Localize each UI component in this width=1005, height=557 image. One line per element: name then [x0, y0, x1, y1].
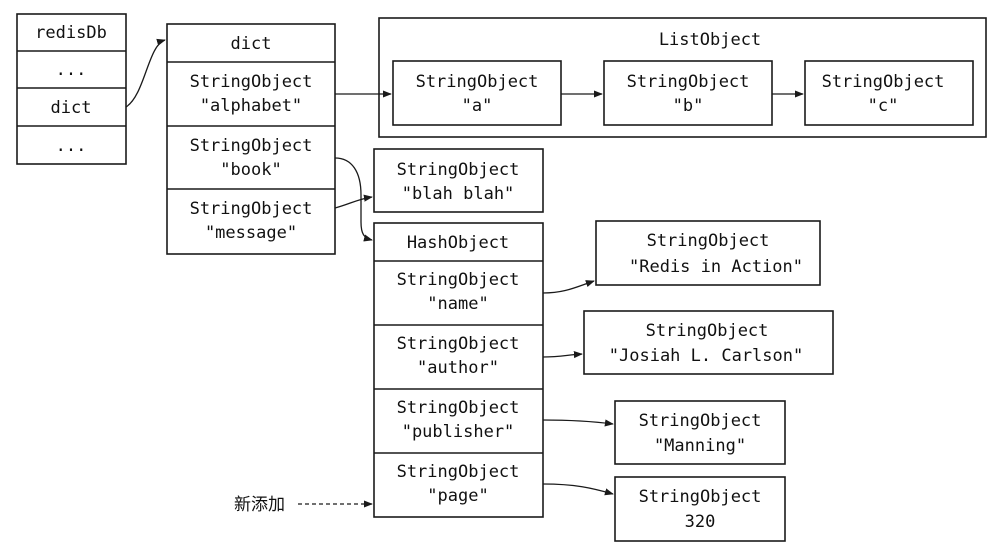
dict-table: dict StringObject "alphabet" StringObjec… [166, 23, 336, 255]
redisdb-outline [16, 13, 127, 165]
list-object-title: ListObject [659, 30, 761, 50]
arrow-author-to-value [542, 350, 583, 359]
list-item-c [804, 60, 974, 126]
hash-object-table: HashObject StringObject "name" StringObj… [373, 222, 544, 518]
hash-field-author-type: StringObject [397, 334, 520, 354]
message-value-type: StringObject [397, 160, 520, 180]
redisdb-cell-dict: dict [51, 98, 92, 118]
redisdb-cell-3: ... [56, 136, 87, 156]
list-item-b-type: StringObject [627, 72, 750, 92]
hash-value-name-type: StringObject [647, 231, 770, 251]
hash-field-page-key: "page" [427, 486, 488, 506]
hash-field-name-key: "name" [427, 294, 488, 314]
arrow-name-to-value [542, 280, 595, 294]
list-item-c-type: StringObject [822, 72, 945, 92]
list-item-b-value: "b" [673, 96, 704, 116]
list-item-b [603, 60, 773, 126]
newly-added-label: 新添加 [234, 495, 285, 515]
dict-entry-message-key: "message" [205, 223, 297, 243]
connectors [125, 38, 804, 508]
dict-entry-alphabet-key: "alphabet" [200, 96, 302, 116]
dict-title: dict [231, 34, 272, 54]
message-value-text: "blah blah" [402, 184, 515, 204]
hash-value-author-type: StringObject [646, 321, 769, 341]
hash-value-page-outline [614, 476, 786, 542]
list-item-c-value: "c" [868, 96, 899, 116]
hash-field-page-type: StringObject [397, 462, 520, 482]
dict-entry-book-type: StringObject [190, 136, 313, 156]
hash-value-page: StringObject 320 [614, 476, 786, 542]
hash-field-publisher-type: StringObject [397, 398, 520, 418]
hash-object-title: HashObject [407, 233, 509, 253]
hash-value-publisher: StringObject "Manning" [614, 400, 786, 465]
arrow-page-to-value [542, 483, 614, 496]
hash-value-author-outline [583, 310, 834, 375]
arrow-publisher-to-value [542, 419, 614, 427]
arrow-book-to-hash [334, 157, 373, 242]
message-value-outline [373, 148, 544, 213]
redisdb-table: redisDb ... dict ... [16, 13, 127, 165]
hash-value-page-type: StringObject [639, 487, 762, 507]
redisdb-title: redisDb [35, 23, 107, 43]
hash-value-publisher-outline [614, 400, 786, 465]
hash-object-outline [373, 222, 544, 518]
hash-value-publisher-text: "Manning" [654, 436, 746, 456]
hash-value-name-outline [595, 220, 821, 286]
list-item-a-type: StringObject [416, 72, 539, 92]
hash-field-name-type: StringObject [397, 270, 520, 290]
hash-value-author: StringObject "Josiah L. Carlson" [583, 310, 834, 375]
list-object-frame [378, 17, 987, 138]
hash-value-publisher-type: StringObject [639, 411, 762, 431]
list-object: ListObject StringObject "a" StringObject… [378, 17, 987, 138]
arrow-redisdb-to-dict [125, 38, 166, 108]
hash-field-author-key: "author" [417, 358, 499, 378]
hash-value-author-text: "Josiah L. Carlson" [609, 346, 803, 366]
list-item-a-value: "a" [462, 96, 493, 116]
redisdb-cell-1: ... [56, 60, 87, 80]
dict-entry-message-type: StringObject [190, 199, 313, 219]
hash-field-publisher-key: "publisher" [402, 422, 515, 442]
list-item-a [392, 60, 562, 126]
hash-value-name: StringObject "Redis in Action" [595, 220, 821, 286]
dict-entry-alphabet-type: StringObject [190, 72, 313, 92]
message-value-box: StringObject "blah blah" [373, 148, 544, 213]
hash-value-name-text: "Redis in Action" [629, 257, 803, 277]
arrow-message-to-value [334, 194, 373, 209]
dict-entry-book-key: "book" [220, 160, 281, 180]
hash-value-page-text: 320 [685, 512, 716, 532]
